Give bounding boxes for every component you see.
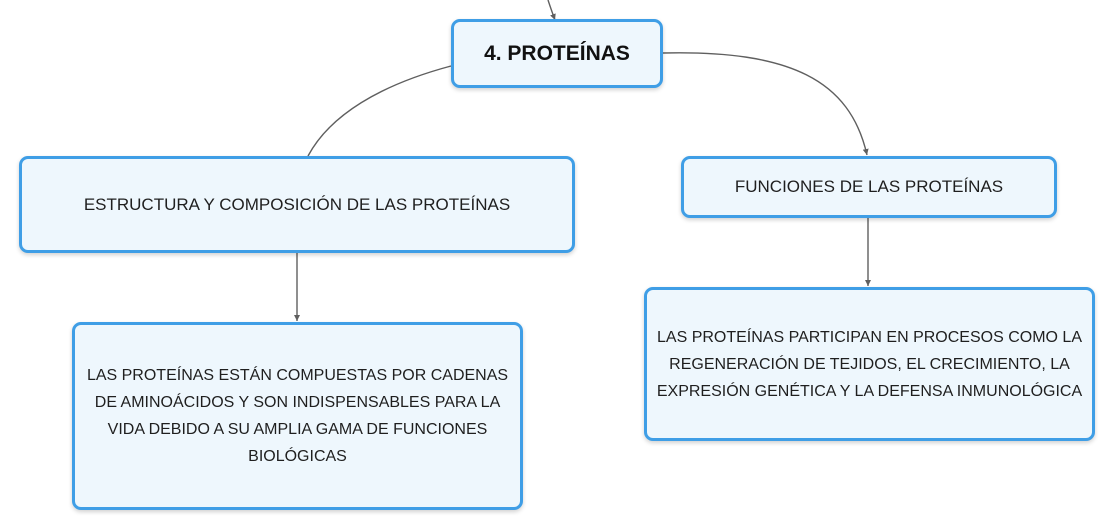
detail-text-structure: LAS PROTEÍNAS ESTÁN COMPUESTAS POR CADEN… — [86, 367, 509, 465]
subtopic-node-functions[interactable]: FUNCIONES DE LAS PROTEÍNAS — [681, 156, 1057, 218]
connector-parent-to-root — [547, 0, 556, 21]
detail-text-functions: LAS PROTEÍNAS PARTICIPAN EN PROCESOS COM… — [656, 328, 1083, 400]
connector-root-to-structure — [307, 65, 452, 157]
subtopic-node-structure[interactable]: ESTRUCTURA Y COMPOSICIÓN DE LAS PROTEÍNA… — [19, 156, 575, 253]
detail-node-functions[interactable]: LAS PROTEÍNAS PARTICIPAN EN PROCESOS COM… — [644, 287, 1095, 441]
detail-node-structure[interactable]: LAS PROTEÍNAS ESTÁN COMPUESTAS POR CADEN… — [72, 322, 523, 510]
root-topic-label: 4. PROTEÍNAS — [484, 41, 630, 65]
connector-root-to-functions — [662, 52, 869, 156]
subtopic-label-functions: FUNCIONES DE LAS PROTEÍNAS — [734, 177, 1004, 196]
root-topic-node[interactable]: 4. PROTEÍNAS — [451, 19, 663, 88]
subtopic-label-structure: ESTRUCTURA Y COMPOSICIÓN DE LAS PROTEÍNA… — [83, 194, 511, 214]
